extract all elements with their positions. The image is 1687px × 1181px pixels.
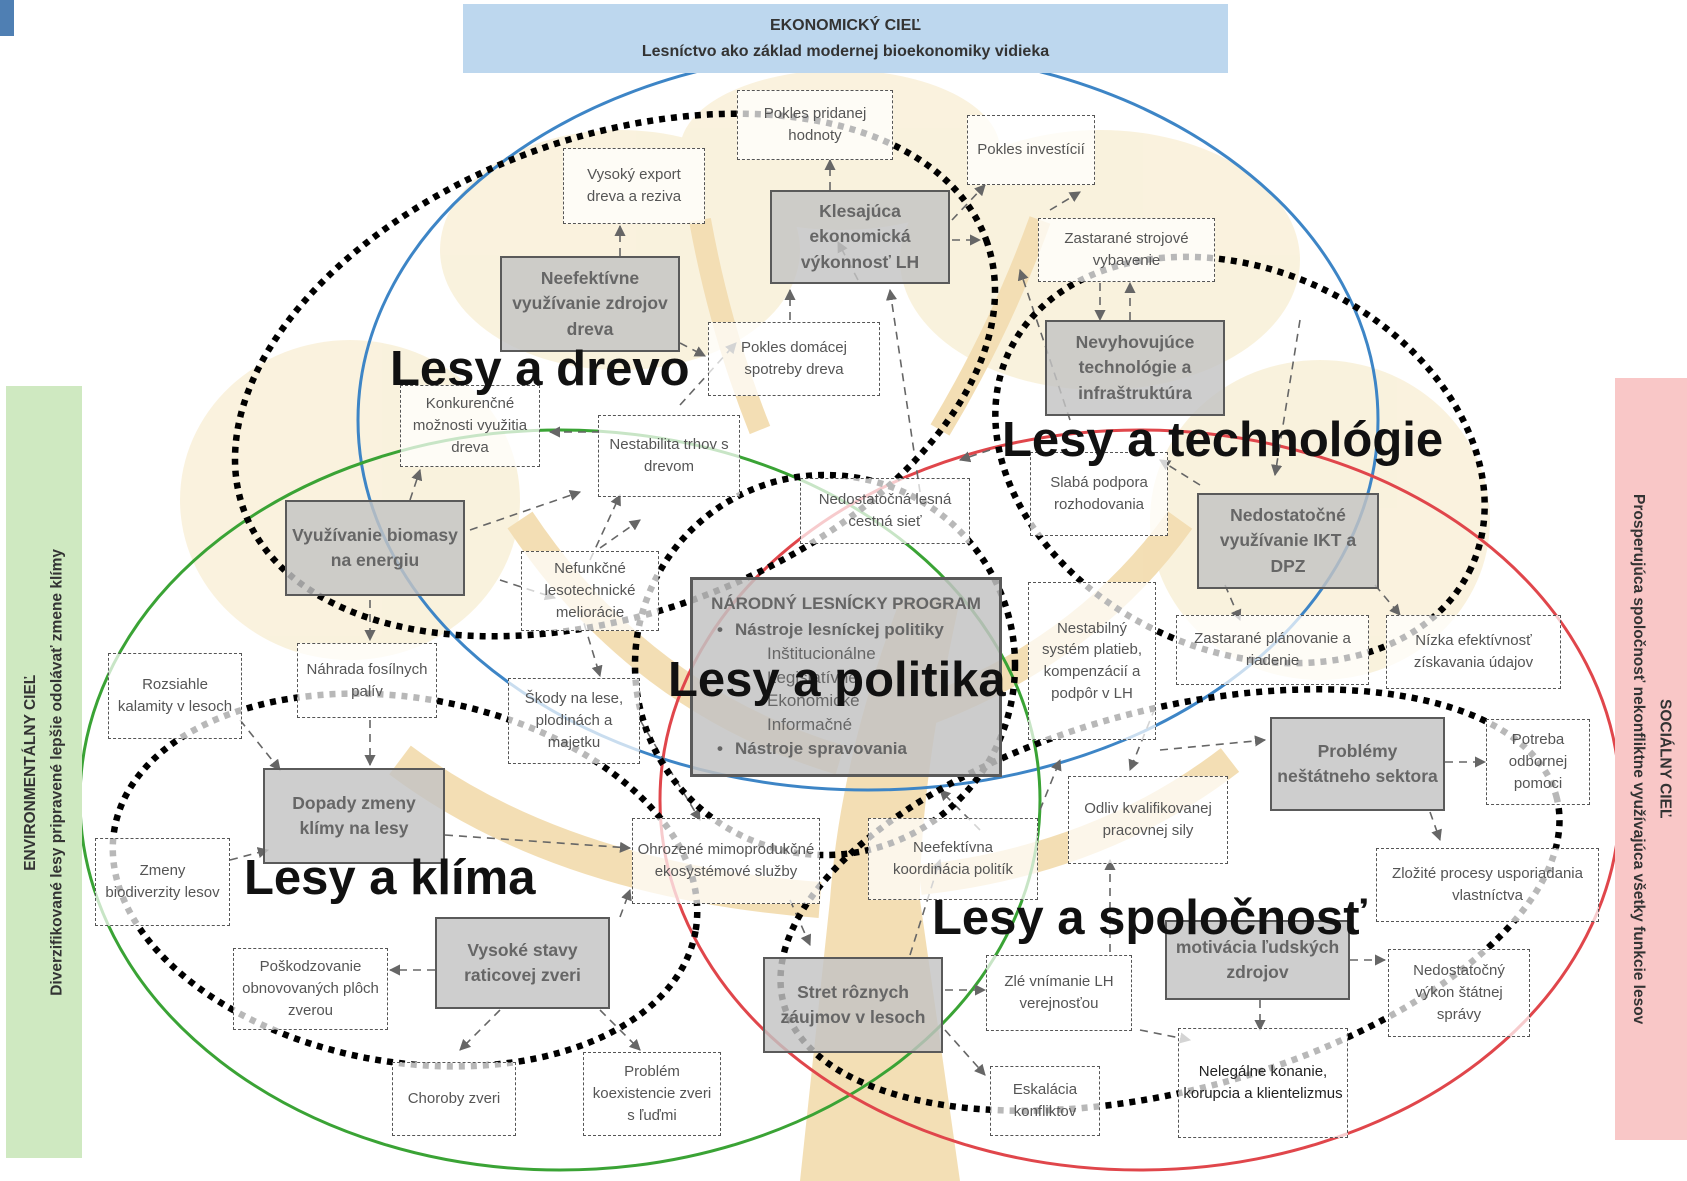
cluster-label-politika: Lesy a politika [668,653,1006,707]
effect-box: Zastarané plánovanie a riadenie [1176,615,1369,685]
effect-box: Zložité procesy usporiadania vlastníctva [1376,848,1599,922]
effect-box: Náhrada fosílnych palív [297,643,437,718]
problem-box: Nedostatočné využívanie IKT a DPZ [1197,493,1379,589]
effect-box: Vysoký export dreva a reziva [563,148,705,224]
effect-box: Pokles investícií [967,115,1095,185]
cluster-klima-outline [109,690,701,1070]
npl-sub-informational: Informačné [767,715,853,735]
effect-box: Problém koexistencie zveri s ľuďmi [583,1052,721,1136]
npl-title: NÁRODNÝ LESNÍCKY PROGRAM [711,594,981,613]
cluster-label-drevo: Lesy a drevo [390,342,690,396]
effect-box: Konkurenčné možnosti využitia dreva [400,385,540,467]
cluster-label-technologie: Lesy a technológie [1002,413,1444,467]
effect-box: Eskalácia konfliktov [990,1066,1100,1136]
npl-item-policy-tools: Nástroje lesníckej politiky [705,618,987,642]
effect-box: Pokles domácej spotreby dreva [708,322,880,396]
environmental-goal-subtitle: Diverzifikované lesy pripravené lepšie o… [48,548,65,996]
economic-goal-title: EKONOMICKÝ CIEĽ [769,16,922,34]
national-forestry-program-box: NÁRODNÝ LESNÍCKY PROGRAM Nástroje lesníc… [690,577,1002,777]
problem-box: Neefektívne využívanie zdrojov dreva [500,256,680,352]
npl-item-governance-tools: Nástroje spravovania [705,737,987,761]
npl-sub-economic: Ekonomické [767,691,860,711]
effect-box: Zlé vnímanie LH verejnosťou [986,955,1132,1031]
economic-goal-subtitle: Lesníctvo ako základ modernej bioekonomi… [641,42,1050,60]
effect-box: Potreba odbornej pomoci [1486,719,1590,805]
cluster-politika-outline [631,471,1019,859]
effect-box: Nedostatočná lesná cestná sieť [800,478,970,544]
effect-box: Zastarané strojové vybavenie [1038,218,1215,282]
problem-box: Klesajúca ekonomická výkonnosť LH [770,190,950,284]
problem-box: Nevyhovujúce technológie a infraštruktúr… [1045,320,1225,416]
effect-box: Choroby zveri [392,1062,516,1136]
effect-box: Zmeny biodiverzity lesov [95,838,230,926]
effect-box: Nefunkčné lesotechnické meliorácie [521,551,659,631]
social-goal-banner: SOCIÁLNY CIEĽ Prosperujúca spoločnosť ne… [1615,378,1687,1140]
social-goal-subtitle: Prosperujúca spoločnosť nekonfliktne vyu… [1630,493,1647,1025]
effect-box: Rozsiahle kalamity v lesoch [108,653,242,739]
cluster-label-klima: Lesy a klíma [244,851,536,905]
cluster-label-spolocnost: Lesy a spoločnosť [932,891,1367,945]
npl-sub-legislative: Legislatívne [767,667,858,687]
problem-box: motivácia ľudských zdrojov [1165,920,1350,1000]
effect-box: Odliv kvalifikovanej pracovnej sily [1068,776,1228,864]
effect-box: Nestabilný systém platieb, kompenzácií a… [1028,582,1156,740]
effect-box: Ohrozené mimoprodukčné ekosystémové služ… [632,818,820,904]
problem-box: Vysoké stavy raticovej zveri [435,917,610,1009]
effect-box: Nízka efektívnosť získavania údajov [1386,615,1561,689]
environmental-goal-title: ENVIRONMENTÁLNY CIEĽ [21,673,39,871]
environmental-goal-banner: ENVIRONMENTÁLNY CIEĽ Diverzifikované les… [6,386,82,1158]
cluster-technologie-outline [992,253,1488,667]
problem-box: Využívanie biomasy na energiu [285,500,465,596]
effect-box: Nedostatočný výkon štátnej správy [1388,949,1530,1037]
effect-box: Pokles pridanej hodnoty [737,90,893,160]
effect-box: Škody na lese, plodinách a majetku [508,678,640,764]
effect-box: Nestabilita trhov s drevom [598,415,740,497]
effect-box: Neefektívna koordinácia politík [868,818,1038,900]
npl-sub-institutional: Inštitucionálne [767,643,876,663]
economic-goal-banner: EKONOMICKÝ CIEĽ Lesníctvo ako základ mod… [463,4,1228,73]
problem-box: Stret rôznych záujmov v lesoch [763,957,943,1053]
problem-box: Dopady zmeny klímy na lesy [263,768,445,864]
corner-accent [0,0,14,36]
problem-box: Problémy neštátneho sektora [1270,717,1445,811]
effect-box: Nelegálne konanie, korupcia a klienteliz… [1178,1028,1348,1138]
social-goal-title: SOCIÁLNY CIEĽ [1656,699,1674,819]
effect-box: Slabá podpora rozhodovania [1030,452,1168,536]
effect-box: Poškodzovanie obnovovaných plôch zverou [233,948,388,1030]
